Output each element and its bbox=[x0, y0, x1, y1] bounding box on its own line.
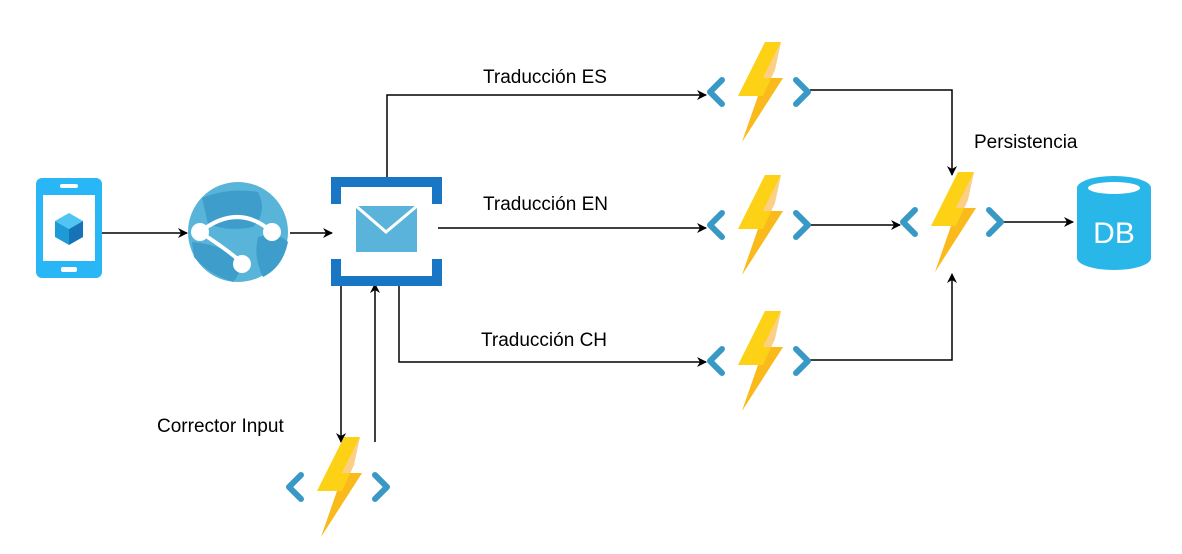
app-cube-icon bbox=[55, 213, 83, 245]
function-es-icon bbox=[710, 42, 808, 142]
label-traduccion-ch: Traducción CH bbox=[481, 330, 607, 351]
mobile-app-icon bbox=[36, 178, 102, 278]
arrow-es-to-persist bbox=[810, 89, 957, 176]
function-corrector-icon bbox=[289, 437, 387, 537]
label-corrector-input: Corrector Input bbox=[157, 416, 284, 437]
arrow-queue-to-ch bbox=[398, 284, 707, 367]
function-en-icon bbox=[710, 175, 808, 275]
label-traduccion-en: Traducción EN bbox=[483, 194, 608, 215]
database-label: DB bbox=[1093, 217, 1135, 250]
label-traduccion-es: Traducción ES bbox=[483, 67, 607, 88]
function-ch-icon bbox=[710, 311, 808, 411]
function-persistencia-icon bbox=[903, 172, 1001, 272]
web-app-globe-icon bbox=[188, 182, 288, 282]
database-icon: DB bbox=[1077, 176, 1151, 270]
connectors bbox=[102, 89, 1074, 443]
message-queue-icon bbox=[331, 177, 442, 286]
arrow-ch-to-persist bbox=[810, 273, 957, 361]
arrow-queue-to-es bbox=[386, 90, 707, 180]
label-persistencia: Persistencia bbox=[974, 132, 1078, 153]
